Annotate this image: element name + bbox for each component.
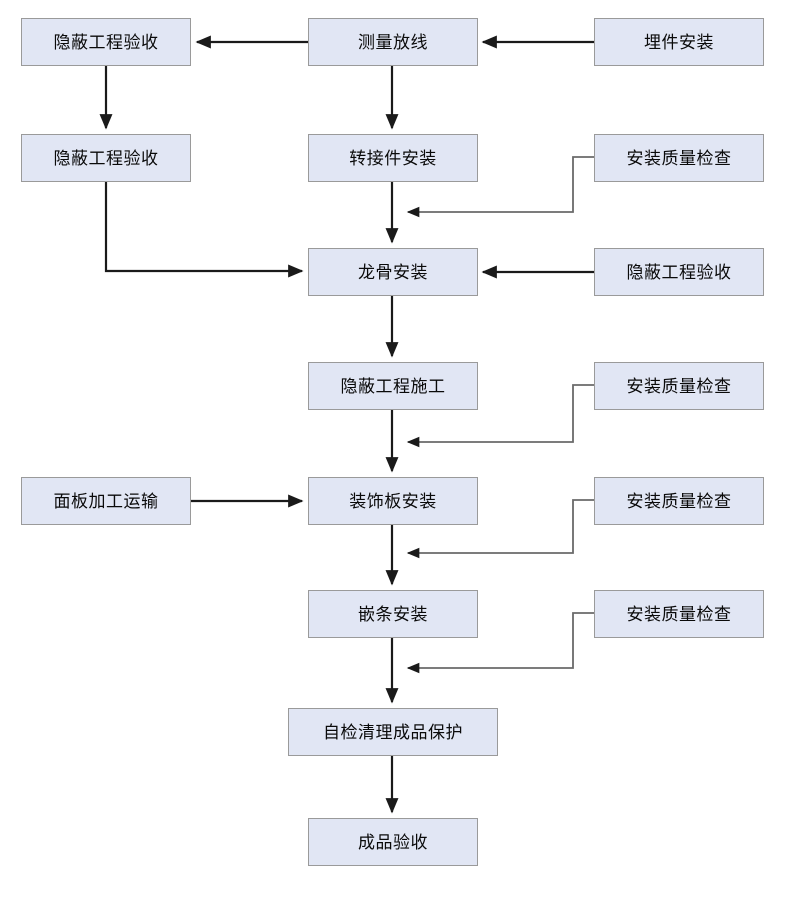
node-label: 隐蔽工程验收 xyxy=(53,148,159,168)
node-label: 测量放线 xyxy=(358,32,428,52)
flow-node-yinbi-gongcheng-yanshou-left[interactable]: 隐蔽工程验收 xyxy=(21,134,191,182)
flow-node-chengpin-yanshou[interactable]: 成品验收 xyxy=(308,818,478,866)
flow-node-yinbi-gongcheng-shigong[interactable]: 隐蔽工程施工 xyxy=(308,362,478,410)
flow-node-zhuanjiejian-anzhuang[interactable]: 转接件安装 xyxy=(308,134,478,182)
flow-node-anzhuang-zhiliang-jiancha-4[interactable]: 安装质量检查 xyxy=(594,590,764,638)
flow-node-mianban-jiagong-yunshu[interactable]: 面板加工运输 xyxy=(21,477,191,525)
flow-node-maijian-anzhuang[interactable]: 埋件安装 xyxy=(594,18,764,66)
edge-yanshou-left-to-longgu xyxy=(104,182,304,278)
node-label: 安装质量检查 xyxy=(626,491,732,511)
flow-node-zijian-qingli-chengpin-baohu[interactable]: 自检清理成品保护 xyxy=(288,708,498,756)
node-label: 隐蔽工程验收 xyxy=(53,32,159,52)
flow-node-yinbi-gongcheng-yanshou-top[interactable]: 隐蔽工程验收 xyxy=(21,18,191,66)
node-label: 自检清理成品保护 xyxy=(323,722,463,742)
node-label: 埋件安装 xyxy=(644,32,714,52)
node-label: 装饰板安装 xyxy=(349,491,437,511)
flow-node-celiang-fangxian[interactable]: 测量放线 xyxy=(308,18,478,66)
node-label: 成品验收 xyxy=(358,832,428,852)
node-label: 隐蔽工程施工 xyxy=(340,376,446,396)
node-label: 隐蔽工程验收 xyxy=(626,262,732,282)
node-label: 龙骨安装 xyxy=(358,262,428,282)
flow-node-anzhuang-zhiliang-jiancha-1[interactable]: 安装质量检查 xyxy=(594,134,764,182)
node-label: 面板加工运输 xyxy=(53,491,159,511)
node-label: 嵌条安装 xyxy=(358,604,428,624)
node-label: 转接件安装 xyxy=(349,148,437,168)
flow-node-qiantiao-anzhuang[interactable]: 嵌条安装 xyxy=(308,590,478,638)
flow-node-anzhuang-zhiliang-jiancha-3[interactable]: 安装质量检查 xyxy=(594,477,764,525)
node-label: 安装质量检查 xyxy=(626,376,732,396)
node-label: 安装质量检查 xyxy=(626,604,732,624)
node-label: 安装质量检查 xyxy=(626,148,732,168)
flow-node-anzhuang-zhiliang-jiancha-2[interactable]: 安装质量检查 xyxy=(594,362,764,410)
flow-node-zhuangshiban-anzhuang[interactable]: 装饰板安装 xyxy=(308,477,478,525)
flow-node-longgu-anzhuang[interactable]: 龙骨安装 xyxy=(308,248,478,296)
flow-node-yinbi-gongcheng-yanshou-right[interactable]: 隐蔽工程验收 xyxy=(594,248,764,296)
